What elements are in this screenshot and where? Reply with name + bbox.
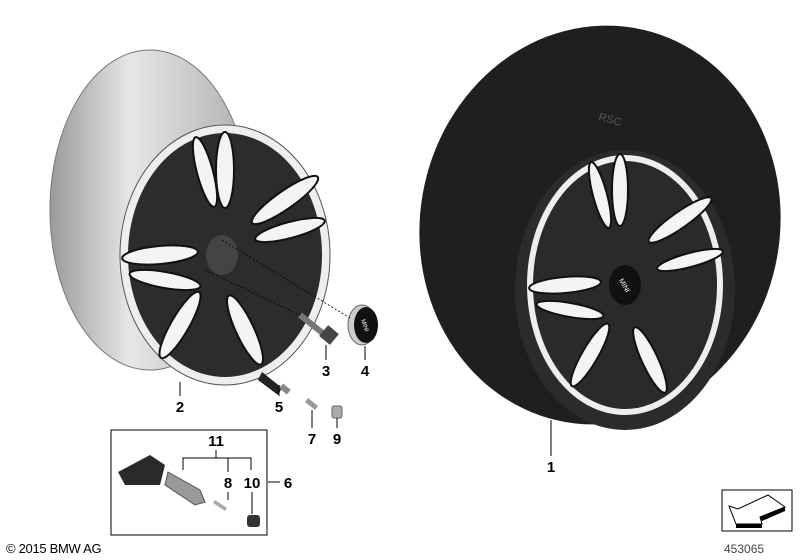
callout-11[interactable]: 11 xyxy=(208,433,224,450)
callout-7[interactable]: 7 xyxy=(308,431,316,448)
valve-cap-illustration xyxy=(331,405,343,419)
tpms-valve-illustration xyxy=(164,471,206,506)
diagram-number: 453065 xyxy=(724,542,765,556)
hubcap-logo: MINI xyxy=(359,319,369,333)
back-arrow-icon[interactable] xyxy=(721,489,793,532)
callout-2[interactable]: 2 xyxy=(176,399,184,416)
callout-4[interactable]: 4 xyxy=(361,363,370,380)
callout-8[interactable]: 8 xyxy=(224,475,232,492)
tpms-sensor-illustration xyxy=(118,455,165,485)
callout-10[interactable]: 10 xyxy=(244,475,261,492)
callout-9[interactable]: 9 xyxy=(333,431,341,448)
cap-illustration xyxy=(247,515,260,527)
callout-3[interactable]: 3 xyxy=(322,363,330,380)
valve-insert-illustration xyxy=(305,398,318,410)
callout-5[interactable]: 5 xyxy=(275,399,283,416)
wheel-bolt-illustration xyxy=(298,312,339,345)
tpms-kit-box xyxy=(110,429,268,536)
valve-core-illustration xyxy=(213,500,227,511)
tire-marking: RSC xyxy=(597,111,623,129)
wheel-tire-illustration: MINI RSC xyxy=(419,25,781,430)
valve-illustration xyxy=(258,372,291,395)
leader-lines xyxy=(179,345,552,514)
copyright: © 2015 BMW AG xyxy=(6,541,102,556)
rim-illustration xyxy=(49,49,331,386)
callout-1[interactable]: 1 xyxy=(547,459,555,476)
callout-6[interactable]: 6 xyxy=(284,475,292,492)
hub-cap-illustration: MINI xyxy=(347,304,378,346)
